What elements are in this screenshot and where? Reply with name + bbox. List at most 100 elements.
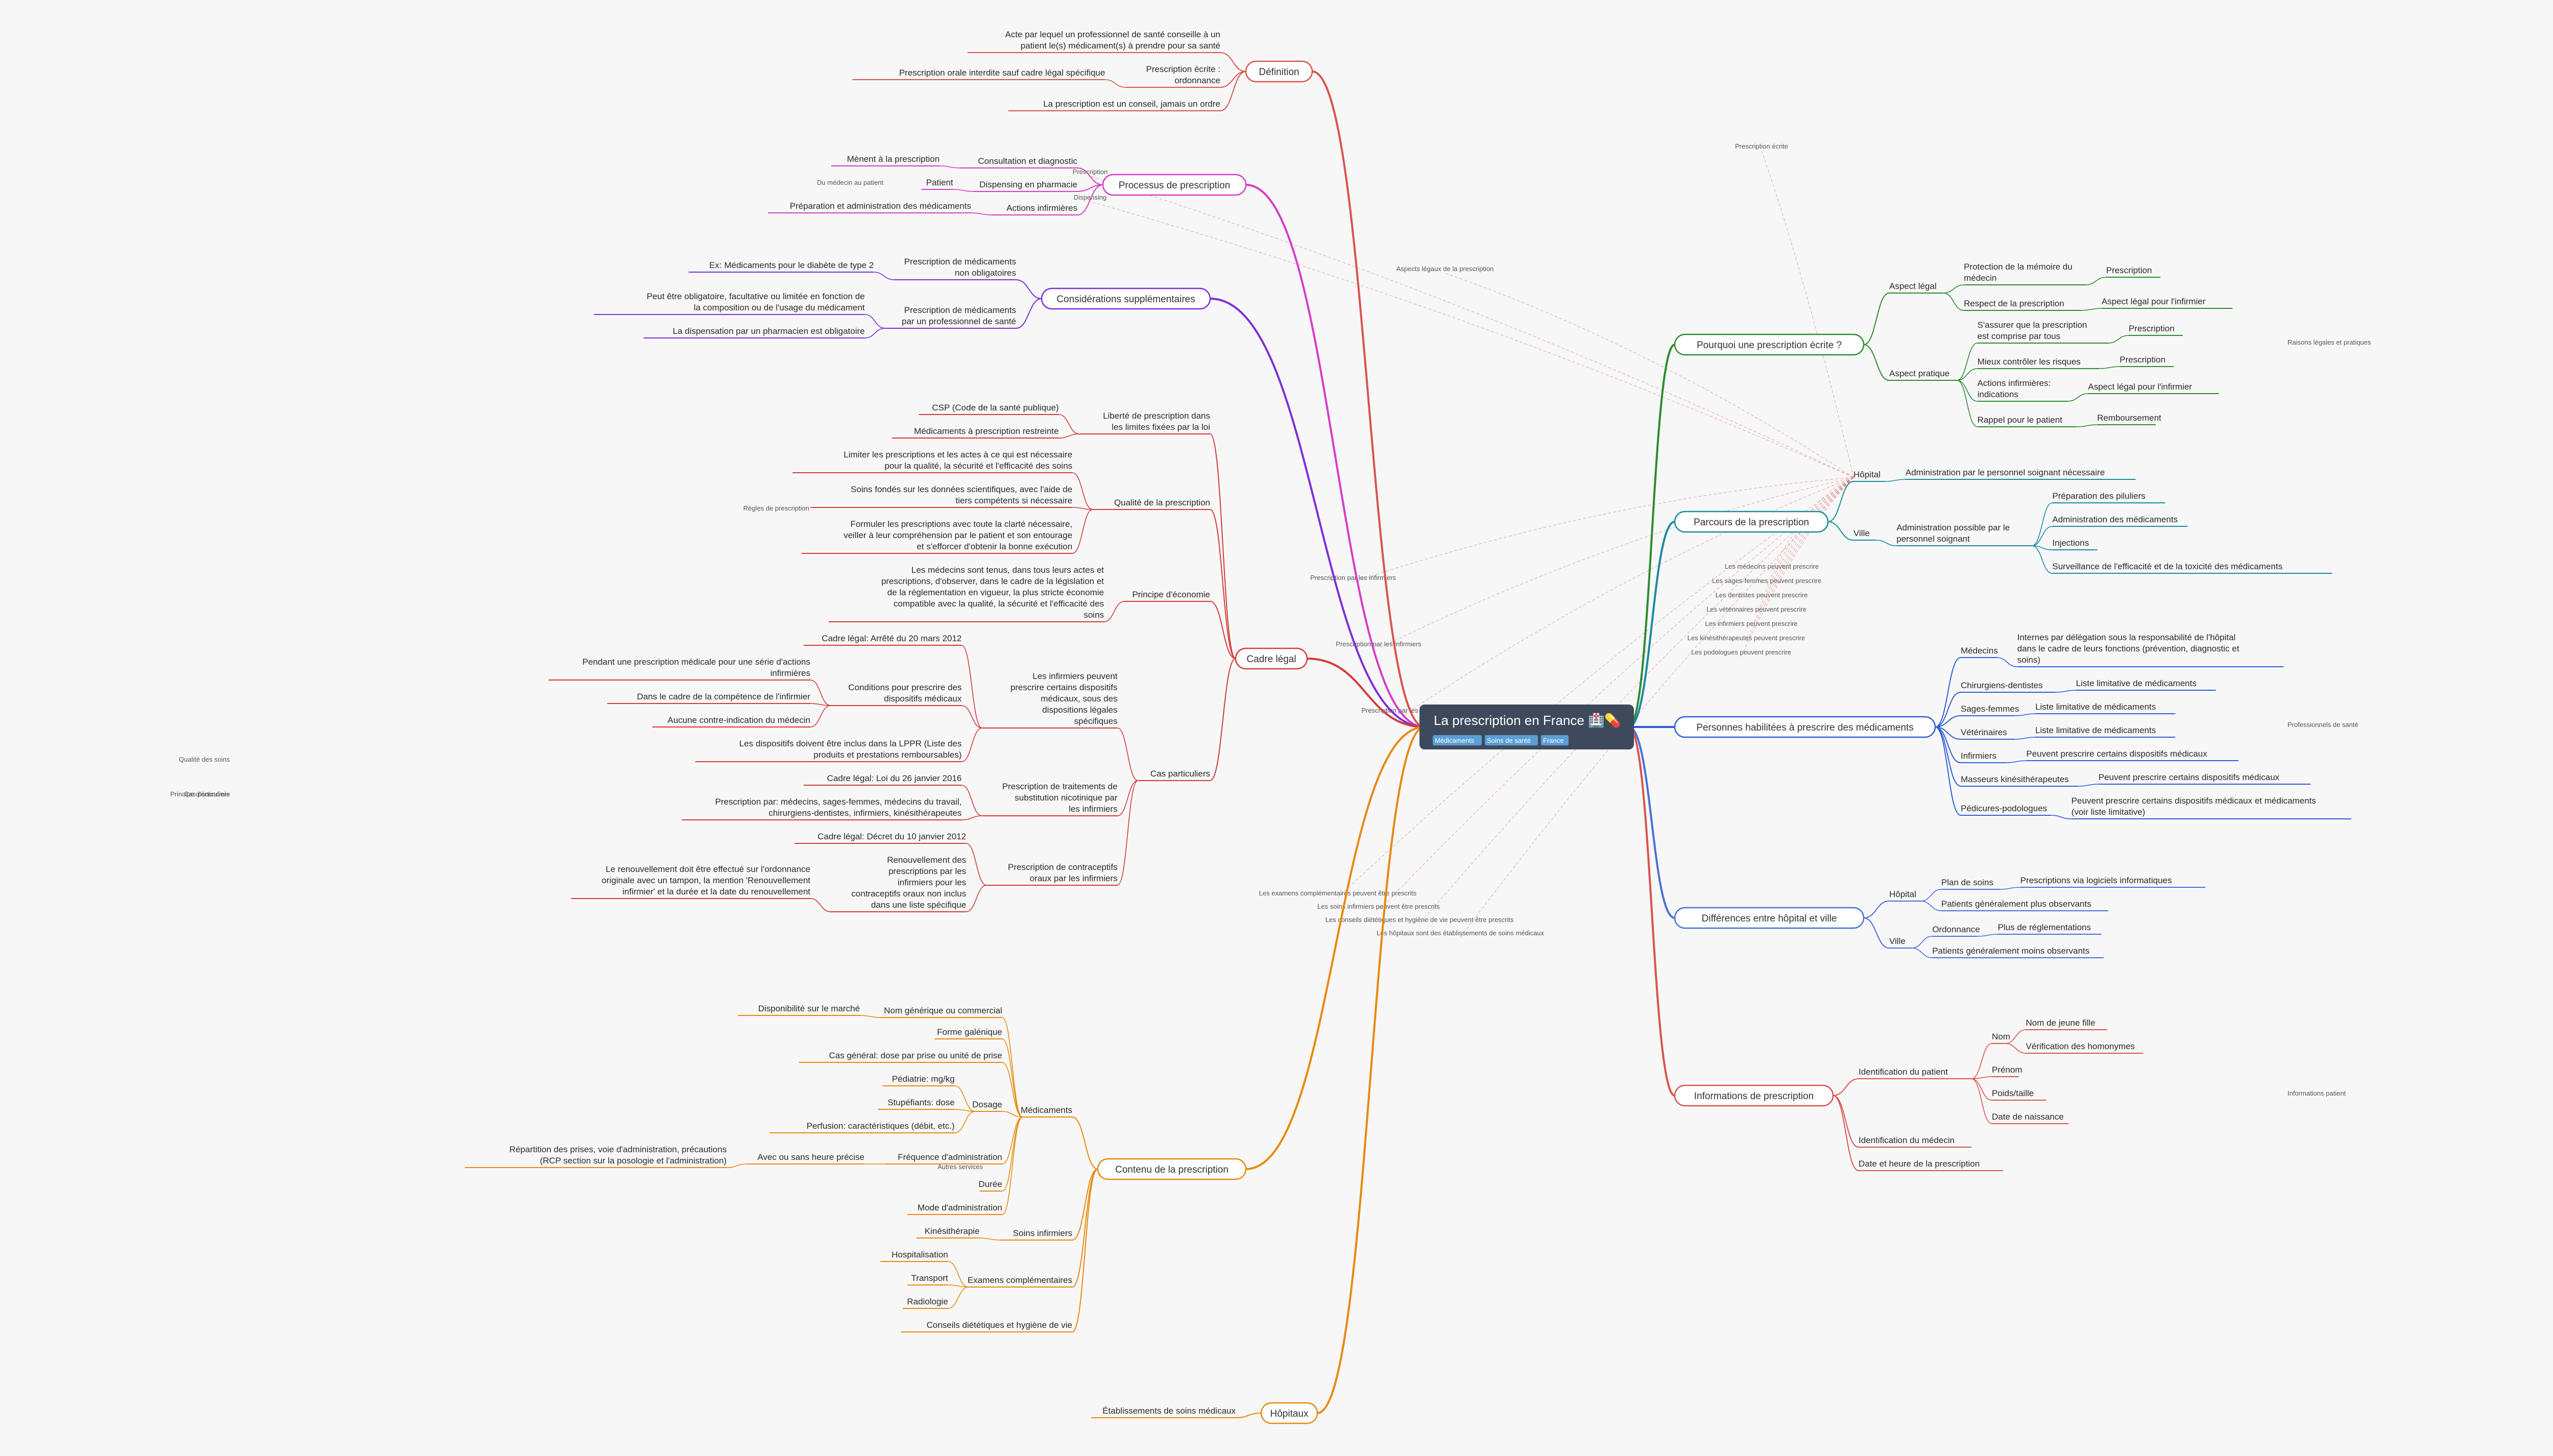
node-branches-9-children-1-children-0-children-0[interactable]: Plus de réglementations (1997, 923, 2102, 935)
node-branches-3-children-3-children-0-children-1-children-0[interactable]: Pendant une prescription médicale pour u… (548, 657, 810, 681)
node-branches-10-children-2[interactable]: Date et heure de la prescription (1859, 1159, 2003, 1171)
node-branches-0-children-0[interactable]: Acte par lequel un professionnel de sant… (967, 30, 1220, 53)
node-branches-6-children-1-children-2[interactable]: Actions infirmières:indications (1977, 378, 2068, 402)
node-branches-4-children-0-children-0[interactable]: Nom générique ou commercial (880, 1006, 1002, 1018)
node-branches-1-children-0[interactable]: Consultation et diagnostic (960, 156, 1077, 168)
node-branches-10-children-0-children-1[interactable]: Prénom (1992, 1065, 2022, 1077)
node-branches-1-children-2-children-0[interactable]: Préparation et administration des médica… (768, 201, 972, 213)
node-branches-6-children-1[interactable]: Aspect pratique (1889, 369, 1957, 381)
node-branches-8-children-3[interactable]: Vétérinaires (1961, 727, 2015, 740)
node-branches-3-children-1-children-0[interactable]: Limiter les prescriptions et les actes à… (792, 450, 1073, 473)
node-branches-3-children-0-children-1[interactable]: Médicaments à prescription restreinte (892, 426, 1059, 439)
node-branches-2-children-0-children-0[interactable]: Ex: Médicaments pour le diabète de type … (688, 260, 874, 273)
node-branches-7-children-1-children-0-children-1[interactable]: Administration des médicaments (2052, 515, 2188, 527)
node-branches-2-children-1-children-0[interactable]: Peut être obligatoire, facultative ou li… (594, 292, 865, 315)
node-branches-4-children-1-children-0[interactable]: Kinésithérapie (916, 1226, 980, 1239)
node-branches-7-children-1-children-0-children-0[interactable]: Préparation des piluliers (2052, 491, 2165, 503)
node-branches-4-children-1[interactable]: Soins infirmiers (1000, 1228, 1072, 1241)
branch-considerations[interactable]: Considérations supplémentaires (1041, 287, 1211, 310)
node-branches-4-children-3[interactable]: Conseils diététiques et hygiène de vie (901, 1320, 1072, 1332)
node-branches-6-children-1-children-3[interactable]: Rappel pour le patient (1977, 415, 2077, 427)
node-branches-9-children-0-children-0[interactable]: Plan de soins (1941, 878, 2000, 890)
node-branches-9-children-1[interactable]: Ville (1889, 936, 1912, 949)
node-branches-8-children-0-children-0[interactable]: Internes par délégation sous la responsa… (2017, 633, 2284, 667)
branch-differences[interactable]: Différences entre hôpital et ville (1674, 907, 1865, 929)
node-branches-6-children-1-children-3-children-0[interactable]: Remboursement (2097, 413, 2161, 425)
branch-cadre[interactable]: Cadre légal (1235, 647, 1308, 670)
node-branches-7-children-0[interactable]: Hôpital (1853, 470, 1885, 482)
branch-pourquoi[interactable]: Pourquoi une prescription écrite ? (1674, 333, 1865, 356)
branch-contenu[interactable]: Contenu de la prescription (1097, 1158, 1247, 1180)
node-branches-8-children-1[interactable]: Chirurgiens-dentistes (1961, 681, 2056, 693)
node-branches-8-children-3-children-0[interactable]: Liste limitative de médicaments (2035, 725, 2176, 738)
node-branches-4-children-0-children-5[interactable]: Durée (978, 1179, 1002, 1192)
node-branches-1-children-1[interactable]: Dispensing en pharmacie (973, 180, 1077, 192)
node-branches-10-children-0-children-0-children-1[interactable]: Vérification des homonymes (2026, 1041, 2143, 1054)
node-branches-4-children-0-children-2[interactable]: Cas général: dose par prise ou unité de … (799, 1051, 1002, 1063)
node-branches-0-children-2[interactable]: La prescription est un conseil, jamais u… (1008, 99, 1220, 111)
node-branches-3-children-1-children-2[interactable]: Formuler les prescriptions avec toute la… (801, 519, 1073, 554)
node-branches-7-children-1-children-0-children-2[interactable]: Injections (2052, 538, 2098, 550)
branch-informations[interactable]: Informations de prescription (1674, 1084, 1834, 1107)
node-branches-10-children-0-children-0[interactable]: Nom (1992, 1032, 2010, 1044)
node-branches-7-children-1[interactable]: Ville (1853, 528, 1876, 541)
node-branches-7-children-0-children-0[interactable]: Administration par le personnel soignant… (1905, 468, 2136, 480)
node-branches-10-children-0[interactable]: Identification du patient (1859, 1067, 1971, 1079)
node-branches-4-children-2-children-1[interactable]: Transport (907, 1273, 948, 1285)
node-branches-3-children-3-children-2-children-1-children-0[interactable]: Le renouvellement doit être effectué sur… (571, 864, 810, 899)
node-branches-6-children-0-children-1-children-0[interactable]: Aspect légal pour l'infirmier (2101, 297, 2233, 309)
node-branches-3-children-2-children-0[interactable]: Les médecins sont tenus, dans tous leurs… (828, 565, 1104, 622)
node-branches-3-children-1[interactable]: Qualité de la prescription (1093, 498, 1210, 510)
node-branches-6-children-1-children-1[interactable]: Mieux contrôler les risques (1977, 357, 2100, 369)
node-branches-9-children-0[interactable]: Hôpital (1889, 889, 1921, 902)
node-branches-8-children-1-children-0[interactable]: Liste limitative de médicaments (2076, 678, 2216, 691)
node-branches-3-children-3-children-0-children-1-children-2[interactable]: Aucune contre-indication du médecin (652, 715, 810, 727)
root-node[interactable]: La prescription en France 🏥💊 Médicaments… (1419, 705, 1634, 749)
branch-processus[interactable]: Processus de prescription (1102, 174, 1247, 196)
node-branches-5-children-0[interactable]: Établissements de soins médicaux (1091, 1406, 1236, 1418)
node-branches-3-children-3-children-1-children-1[interactable]: Prescription par: médecins, sages-femmes… (682, 797, 961, 820)
node-branches-2-children-1-children-1[interactable]: La dispensation par un pharmacien est ob… (643, 326, 865, 338)
node-branches-3-children-3-children-0-children-0[interactable]: Cadre légal: Arrêté du 20 mars 2012 (803, 634, 961, 646)
branch-parcours[interactable]: Parcours de la prescription (1674, 511, 1829, 533)
node-branches-3-children-3-children-0-children-2[interactable]: Les dispositifs doivent être inclus dans… (695, 739, 962, 762)
node-branches-8-children-2[interactable]: Sages-femmes (1961, 704, 2019, 716)
node-branches-6-children-1-children-2-children-0[interactable]: Aspect légal pour l'infirmier (2088, 382, 2219, 394)
node-branches-10-children-0-children-3[interactable]: Date de naissance (1992, 1112, 2069, 1124)
node-branches-10-children-0-children-2[interactable]: Poids/taille (1992, 1088, 2046, 1101)
branch-personnes[interactable]: Personnes habilitées à prescrire des méd… (1674, 716, 1936, 738)
node-branches-9-children-0-children-0-children-0[interactable]: Prescriptions via logiciels informatique… (2020, 876, 2206, 888)
node-branches-6-children-0-children-1[interactable]: Respect de la prescription (1964, 299, 2081, 311)
node-branches-8-children-5-children-0[interactable]: Peuvent prescrire certains dispositifs m… (2098, 772, 2311, 785)
node-branches-3-children-1-children-1[interactable]: Soins fondés sur les données scientifiqu… (810, 484, 1073, 508)
node-branches-6-children-0-children-0-children-0[interactable]: Prescription (2106, 265, 2160, 278)
node-branches-6-children-1-children-0-children-0[interactable]: Prescription (2128, 324, 2183, 336)
node-branches-8-children-5[interactable]: Masseurs kinésithérapeutes (1961, 774, 2078, 787)
node-branches-1-children-0-children-0[interactable]: Mènent à la prescription (831, 154, 940, 166)
node-branches-4-children-2-children-2[interactable]: Radiologie (903, 1297, 948, 1309)
node-branches-4-children-2-children-0[interactable]: Hospitalisation (880, 1250, 948, 1262)
node-branches-4-children-0-children-6[interactable]: Mode d'administration (907, 1203, 1002, 1215)
node-branches-4-children-0-children-3-children-0[interactable]: Pédiatrie: mg/kg (882, 1074, 955, 1086)
node-branches-3-children-3[interactable]: Cas particuliers (1138, 769, 1210, 781)
node-branches-10-children-1[interactable]: Identification du médecin (1859, 1135, 1971, 1148)
node-branches-4-children-0-children-3-children-2[interactable]: Perfusion: caractéristiques (débit, etc.… (769, 1121, 955, 1133)
node-branches-1-children-2[interactable]: Actions infirmières (992, 203, 1077, 215)
node-branches-4-children-0-children-0-children-0[interactable]: Disponibilité sur le marché (738, 1004, 860, 1016)
node-branches-8-children-0[interactable]: Médecins (1961, 646, 1998, 658)
node-branches-9-children-0-children-1[interactable]: Patients généralement plus observants (1941, 899, 2108, 911)
node-branches-6-children-1-children-1-children-0[interactable]: Prescription (2120, 355, 2174, 367)
node-branches-4-children-2[interactable]: Examens complémentaires (968, 1275, 1072, 1288)
